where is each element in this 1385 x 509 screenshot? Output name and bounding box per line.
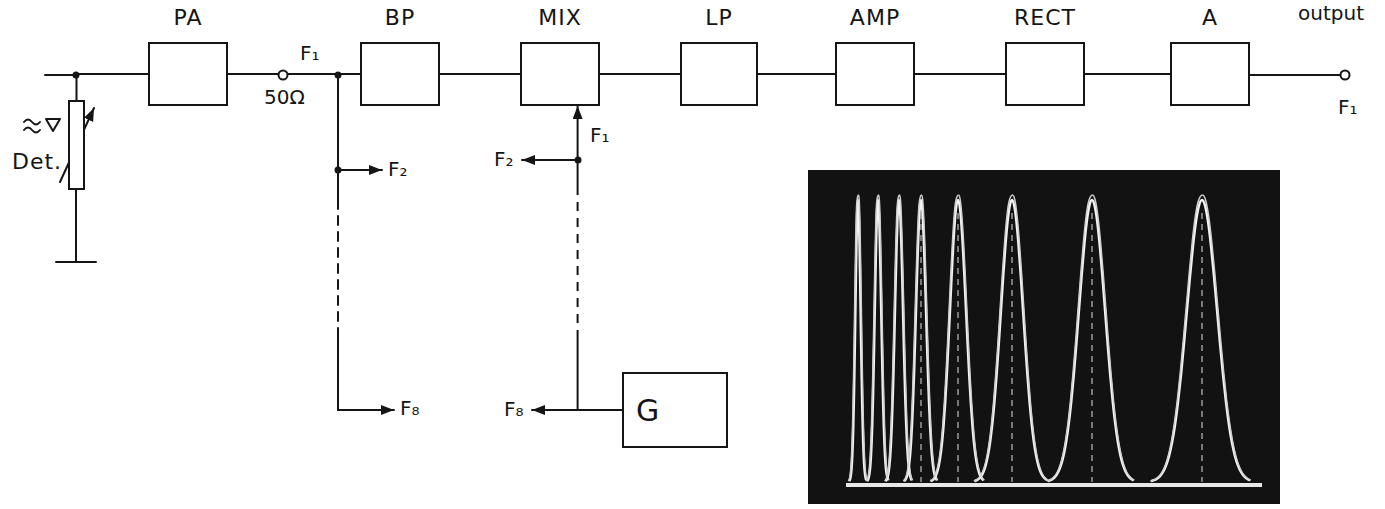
- oscilloscope-photo: [808, 170, 1280, 504]
- process-box: A: [1170, 42, 1250, 106]
- box-text: G: [636, 394, 660, 427]
- signal-name: F₈: [398, 397, 422, 419]
- trace-peak: [931, 200, 984, 481]
- trace-marker: [920, 213, 921, 482]
- signal-wire: [915, 73, 1005, 75]
- signal-name: F₁: [588, 124, 612, 146]
- trace-baseline: [846, 483, 1262, 487]
- trace-marker: [1091, 213, 1092, 482]
- ground-symbol: [56, 261, 96, 263]
- block-name: RECT: [1014, 6, 1076, 30]
- signal-wire: [758, 73, 835, 75]
- process-box: LP: [680, 42, 758, 106]
- process-box: AMP: [835, 42, 915, 106]
- trace-peak: [848, 195, 867, 481]
- signal-wire: [77, 74, 149, 100]
- trace-peak: [974, 195, 1048, 481]
- process-box: RECT: [1005, 42, 1085, 106]
- signal-wire: [1085, 73, 1170, 75]
- terminal: [279, 71, 288, 80]
- block-name: LP: [705, 6, 733, 30]
- signal-name: F₂: [386, 158, 410, 180]
- branch-wire: [337, 330, 339, 410]
- output-arrow: [532, 409, 578, 411]
- output-arrow: [338, 409, 394, 411]
- signal-name: F₈: [502, 398, 526, 420]
- block-name: PA: [174, 6, 203, 30]
- dashed-wire: [337, 200, 339, 330]
- signal-wire: [578, 106, 622, 410]
- block-name: Det.: [12, 150, 62, 174]
- trace-marker: [1011, 213, 1012, 482]
- output-wire: [1250, 74, 1340, 76]
- trace-peak: [1150, 195, 1251, 481]
- trace-marker: [957, 213, 958, 482]
- output-arrow: [522, 159, 578, 161]
- process-box: MIX: [520, 42, 600, 106]
- ground-wire: [75, 190, 77, 262]
- trace-marker: [1201, 213, 1202, 482]
- output-arrow: [338, 169, 382, 171]
- junction-dot: [335, 167, 342, 174]
- trace-peak: [1151, 200, 1250, 481]
- trace-peak: [885, 195, 913, 481]
- detector-symbol: [46, 119, 60, 131]
- input-wire: [45, 74, 76, 76]
- process-box: BP: [360, 42, 440, 106]
- trace-peak: [903, 195, 938, 481]
- branch-wire: [337, 75, 339, 200]
- junction-dot: [575, 157, 582, 164]
- output-label: output: [1296, 2, 1366, 24]
- block-name: A: [1202, 6, 1218, 30]
- block-name: MIX: [538, 6, 582, 30]
- signal-name: F₁: [298, 42, 322, 64]
- process-box: PA: [148, 42, 228, 106]
- radiation-symbol: [24, 128, 40, 133]
- generator-box: G: [622, 372, 728, 448]
- trace-peak: [975, 200, 1048, 481]
- trace-peak: [866, 195, 889, 481]
- junction-dot: [335, 72, 342, 79]
- photo-background: [808, 170, 1280, 504]
- trace-peak: [930, 195, 984, 481]
- trace-peak: [1048, 200, 1134, 481]
- signal-wire: [600, 73, 680, 75]
- impedance-value: 50Ω: [262, 86, 307, 108]
- signal-wire: [440, 73, 520, 75]
- radiation-symbol: [24, 120, 40, 125]
- trace-peak: [1047, 195, 1134, 481]
- block-name: BP: [385, 6, 415, 30]
- terminal: [1341, 71, 1350, 80]
- block-name: AMP: [850, 6, 900, 30]
- detector-box: Det.: [68, 100, 85, 190]
- signal-name: F₁: [1336, 96, 1360, 118]
- junction-dot: [73, 72, 80, 79]
- signal-name: F₂: [492, 148, 516, 170]
